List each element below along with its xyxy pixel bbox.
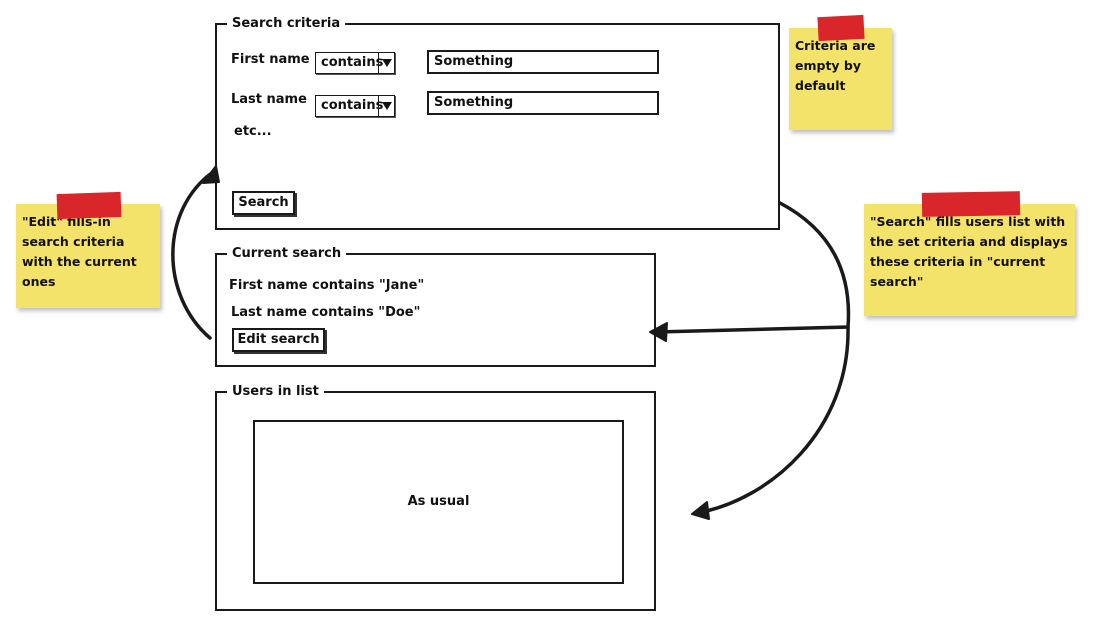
users-in-list-fieldset: Users in list As usual (215, 383, 656, 611)
last-name-input[interactable]: Something (427, 91, 659, 115)
current-search-first-name: First name contains "Jane" (229, 278, 425, 293)
arrowhead-icon (202, 165, 220, 184)
last-name-operator-value: contains (321, 98, 384, 113)
first-name-label: First name (231, 52, 310, 67)
note-edit-fills: "Edit" fills-in search criteria with the… (16, 204, 160, 308)
search-criteria-fieldset: Search criteria First name contains Some… (215, 15, 780, 230)
current-search-legend: Current search (227, 245, 347, 263)
users-list-placeholder: As usual (407, 494, 470, 509)
search-to-users-arrow (695, 325, 850, 515)
current-search-fieldset: Current search First name contains "Jane… (215, 245, 656, 367)
first-name-operator-select[interactable]: contains (315, 52, 395, 74)
arrowhead-icon (649, 322, 668, 342)
search-criteria-legend: Search criteria (227, 15, 346, 33)
etc-label: etc... (234, 124, 272, 139)
note-criteria-empty: Criteria are empty by default (789, 28, 892, 130)
chevron-down-icon[interactable] (378, 96, 394, 116)
users-list-area: As usual (253, 420, 624, 584)
chevron-down-icon[interactable] (378, 53, 394, 73)
edit-search-button[interactable]: Edit search (232, 328, 325, 352)
current-search-last-name: Last name contains "Doe" (231, 305, 421, 320)
first-name-operator-value: contains (321, 55, 384, 70)
search-to-current-arrow (654, 201, 851, 334)
last-name-operator-select[interactable]: contains (315, 95, 395, 117)
search-button[interactable]: Search (232, 191, 295, 215)
first-name-input[interactable]: Something (427, 50, 659, 74)
note-search-text: "Search" fills users list with the set c… (870, 214, 1068, 289)
note-edit-text: "Edit" fills-in search criteria with the… (22, 214, 137, 289)
note-criteria-text: Criteria are empty by default (795, 38, 876, 93)
users-in-list-legend: Users in list (227, 383, 324, 401)
last-name-label: Last name (231, 92, 307, 107)
edit-to-criteria-arrow (171, 170, 215, 340)
arrowhead-icon (691, 501, 710, 520)
note-search-fills: "Search" fills users list with the set c… (864, 204, 1075, 316)
